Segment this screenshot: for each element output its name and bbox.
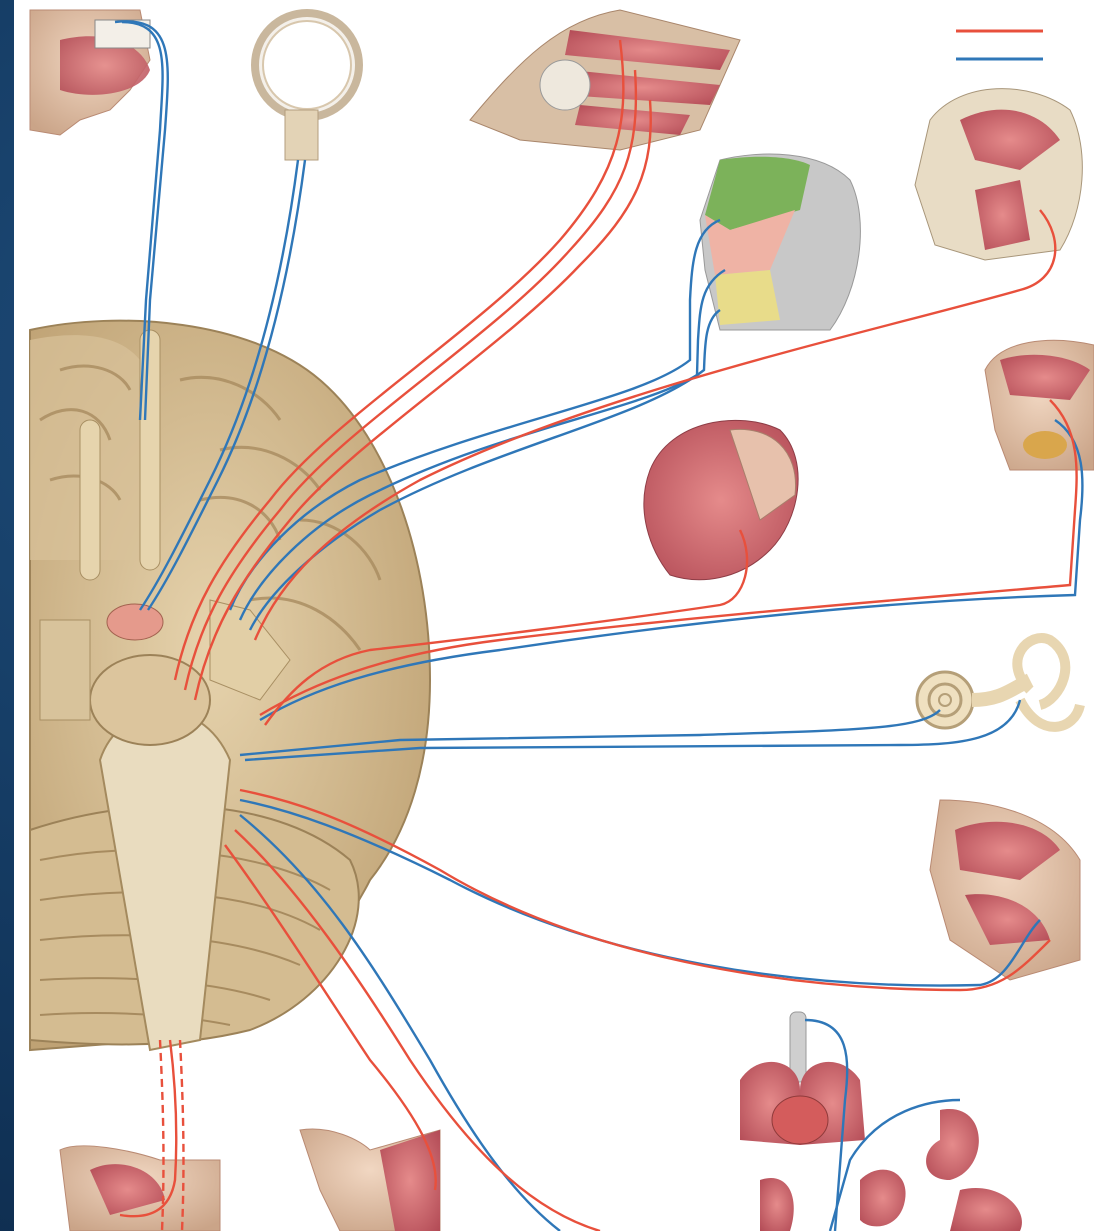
- tongue-section-icon: [60, 1146, 220, 1231]
- brain-inferior-view-icon: [30, 321, 430, 1050]
- nasal-cavity-icon: [30, 10, 150, 135]
- eyeball-icon: [255, 13, 359, 160]
- orbit-muscles-icon: [470, 10, 740, 150]
- thoracic-abdominal-viscera-icon: [740, 1012, 1022, 1231]
- skull-jaw-muscles-icon: [915, 89, 1082, 260]
- inner-ear-icon: [917, 638, 1080, 728]
- face-dermatome-icon: [700, 154, 860, 330]
- neck-muscles-icon: [300, 1129, 440, 1231]
- facial-muscles-head-icon: [644, 420, 798, 579]
- legend: [956, 31, 1043, 59]
- pharynx-section-icon: [930, 800, 1080, 980]
